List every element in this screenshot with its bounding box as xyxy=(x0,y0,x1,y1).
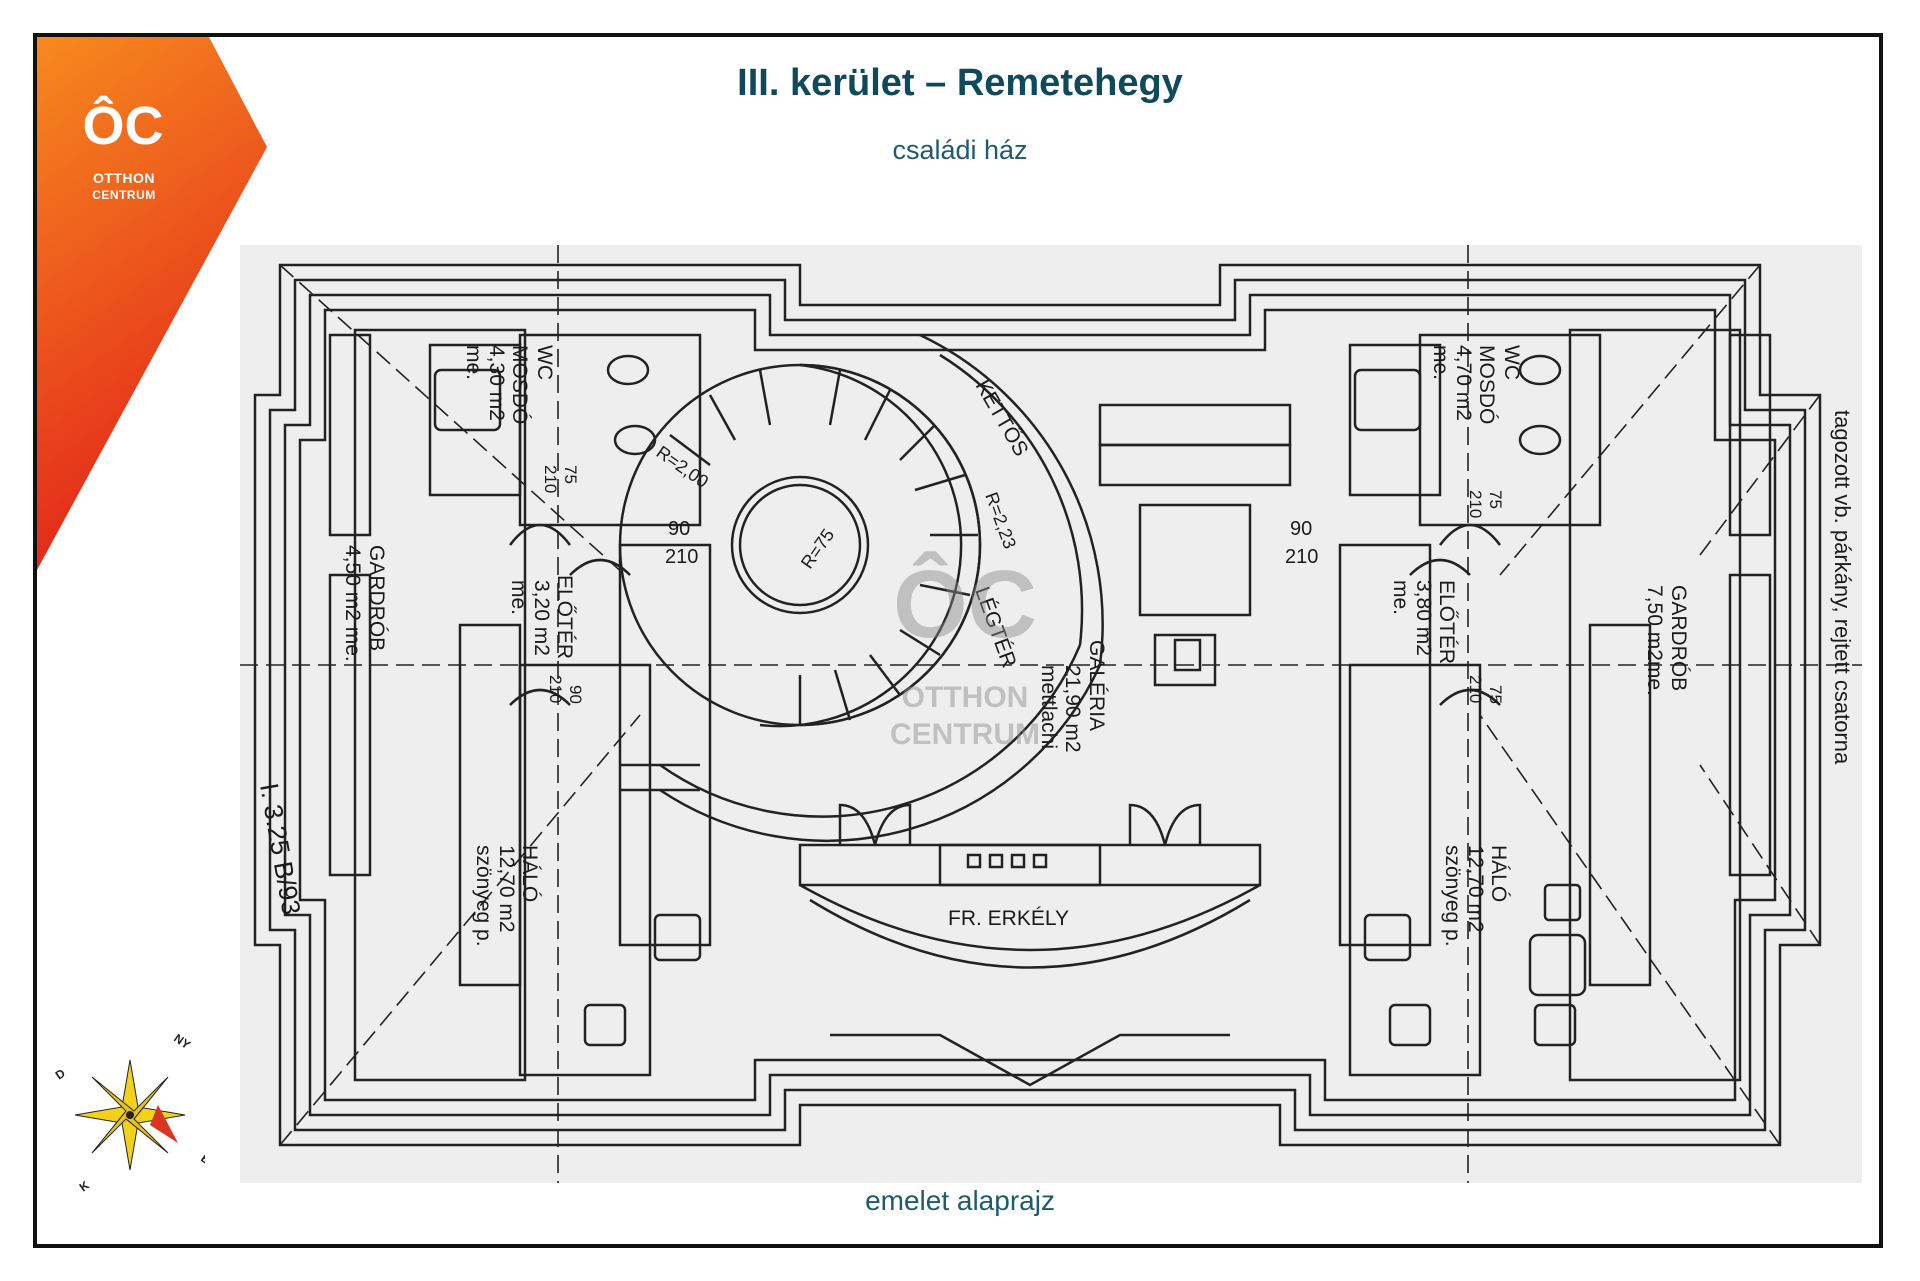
logo-line-centrum: CENTRUM xyxy=(92,188,156,202)
watermark-logo: ÔC OTTHON CENTRUM xyxy=(890,550,1040,751)
label-halo-right-floor: szönyeg p. xyxy=(1441,845,1464,947)
compass-k: K xyxy=(77,1178,92,1195)
dim-210-a: 210 xyxy=(541,465,560,493)
page-subtitle: családi ház xyxy=(892,135,1028,165)
label-halo-left-area: 12,70 m2 xyxy=(495,845,518,933)
dim-210-c: 210 xyxy=(546,675,565,703)
watermark-monogram: ÔC xyxy=(893,550,1037,658)
logo-line-otthon: OTTHON xyxy=(92,170,156,186)
watermark-line-centrum: CENTRUM xyxy=(890,718,1040,751)
dim-210-b: 210 xyxy=(1466,490,1485,518)
label-mosdo-left-floor: me. xyxy=(462,345,485,380)
label-gardrob-left-area: 4,50 m2 me. xyxy=(341,545,364,662)
label-galeria-floor: mettlachi xyxy=(1037,665,1060,749)
label-eloter-right-floor: me. xyxy=(1389,580,1412,615)
label-galeria: GALÉRIA xyxy=(1085,640,1108,731)
label-mosdo-right: MOSDÓ xyxy=(1475,345,1498,424)
label-eloter-left-area: 3,20 m2 xyxy=(530,580,553,656)
compass-rose-icon: NY D É K xyxy=(55,1031,205,1195)
dim-75-d: 75 xyxy=(1486,685,1505,704)
dim-90-left: 90 xyxy=(668,518,690,540)
dim-210-right: 210 xyxy=(1285,546,1318,568)
dim-75-b: 75 xyxy=(1486,490,1505,509)
label-wc-right: WC xyxy=(1500,345,1523,380)
page-title: III. kerület – Remetehegy xyxy=(737,62,1183,104)
label-eloter-right: ELŐTÉR xyxy=(1435,580,1458,664)
label-eloter-right-area: 3,80 m2 xyxy=(1412,580,1435,656)
label-mosdo-left-area: 4,30 m2 xyxy=(485,345,508,421)
label-mosdo-left: MOSDÓ xyxy=(508,345,531,424)
dim-75-a: 75 xyxy=(561,465,580,484)
label-gardrob-right-area: 7,50 m2me. xyxy=(1643,585,1666,696)
compass-d: D xyxy=(55,1066,68,1083)
label-eloter-left: ELŐTÉR xyxy=(553,575,576,659)
compass-e: É xyxy=(198,1150,205,1167)
label-wc-left: WC xyxy=(533,345,556,380)
dim-90-c: 90 xyxy=(566,685,585,704)
floor-plan: WC MOSDÓ 4,30 m2 me. WC MOSDÓ 4,70 m2 me… xyxy=(240,245,1862,1183)
otthon-centrum-logo: ÔC xyxy=(37,37,267,570)
label-mosdo-right-area: 4,70 m2 xyxy=(1452,345,1475,421)
label-gardrob-left: GARDRÓB xyxy=(365,545,388,651)
logo-monogram: ÔC xyxy=(83,95,164,156)
label-halo-left: HÁLÓ xyxy=(518,845,541,902)
label-mosdo-right-floor: me. xyxy=(1429,345,1452,380)
label-galeria-area: 21,90 m2 xyxy=(1061,665,1084,753)
label-eloter-left-floor: me. xyxy=(507,580,530,615)
label-halo-right-area: 12,70 m2 xyxy=(1464,845,1487,933)
compass-ny: NY xyxy=(171,1031,193,1052)
label-halo-right: HÁLÓ xyxy=(1487,845,1510,902)
floor-plan-caption: emelet alaprajz xyxy=(865,1185,1055,1216)
label-gardrob-right: GARDRÓB xyxy=(1667,585,1690,691)
dim-210-left: 210 xyxy=(665,546,698,568)
label-halo-left-floor: szönyeg p. xyxy=(472,845,495,947)
label-side-note: tagozott vb. párkány, rejtett csatorna xyxy=(1830,410,1855,765)
label-fr-erkely: FR. ERKÉLY xyxy=(948,907,1069,930)
dim-90-right: 90 xyxy=(1290,518,1312,540)
dim-210-d: 210 xyxy=(1466,675,1485,703)
watermark-line-otthon: OTTHON xyxy=(902,681,1029,714)
